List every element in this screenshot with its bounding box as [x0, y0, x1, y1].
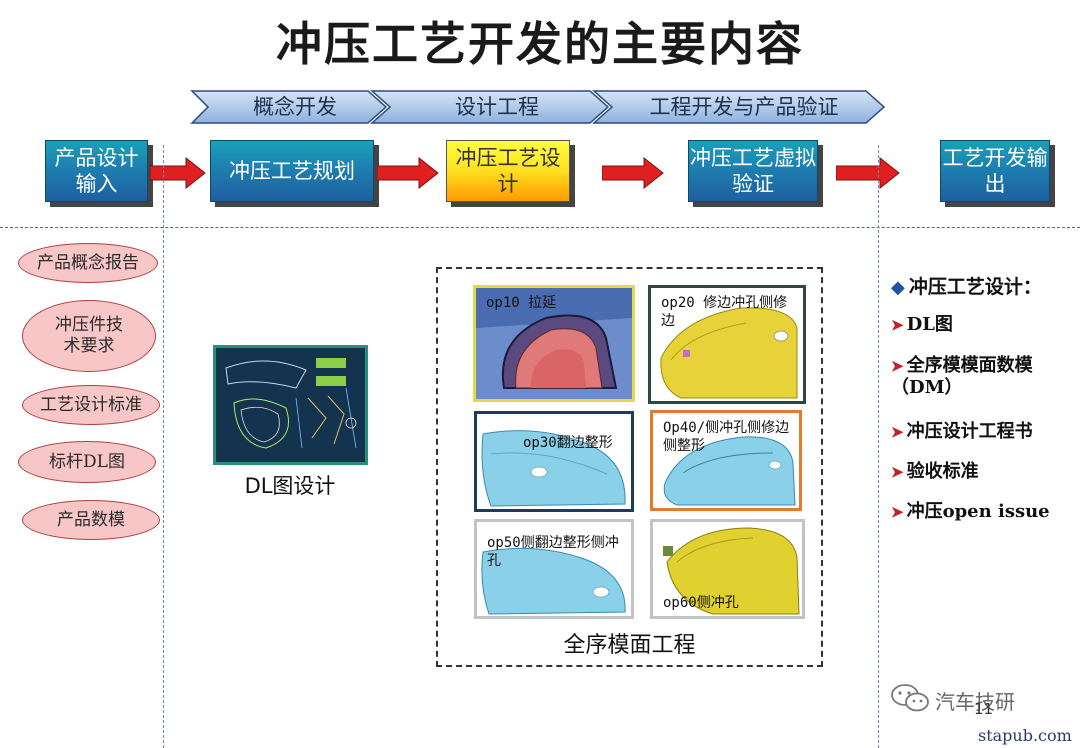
side-list-title: ◆冲压工艺设计：	[891, 272, 1042, 299]
triangle-bullet-icon: ➤	[891, 316, 904, 334]
page-number: 11	[974, 700, 994, 718]
phase-chevron-2	[370, 90, 610, 124]
flow-arrow-2	[377, 157, 439, 189]
wechat-icon	[890, 683, 930, 717]
op50-label: op50侧翻边整形侧冲孔	[487, 535, 619, 569]
page-title: 冲压工艺开发的主要内容	[276, 17, 804, 71]
die-face-caption: 全序模面工程	[563, 633, 696, 658]
vertical-divider-right	[878, 145, 879, 748]
op30-label: op30翻边整形	[523, 435, 613, 451]
triangle-bullet-icon: ➤	[891, 423, 904, 441]
side-list-item: ➤验收标准	[891, 461, 979, 483]
step-process-output: 工艺开发输出	[940, 140, 1050, 202]
side-list-item-text: 冲压open issue	[906, 501, 1050, 522]
op40-panel: Op40/侧冲孔侧修边侧整形	[650, 410, 802, 511]
phase-label-engineering: 工程开发与产品验证	[649, 95, 839, 119]
dl-drawing-image	[213, 345, 368, 465]
side-list-item-text: DL图	[906, 314, 953, 335]
step-virtual-validation: 冲压工艺虚拟验证	[688, 140, 818, 202]
op10-label: op10 拉延	[486, 295, 557, 311]
vertical-divider-left	[163, 145, 164, 748]
op50-panel: op50侧翻边整形侧冲孔	[474, 519, 634, 619]
step-product-input: 产品设计输入	[45, 140, 148, 202]
input-ellipse-product-model: 产品数模	[22, 500, 160, 540]
horizontal-divider	[0, 227, 1080, 228]
side-list-item: ➤冲压设计工程书	[891, 421, 1033, 443]
input-ellipse-tech-requirement: 冲压件技术要求	[22, 300, 156, 372]
side-list-item-text: 冲压设计工程书	[906, 421, 1033, 442]
input-ellipse-benchmark-dl: 标杆DL图	[18, 441, 156, 483]
phase-label-design: 设计工程	[455, 95, 539, 119]
site-url: stapub.com	[978, 726, 1072, 745]
phase-chevron-1	[190, 90, 388, 124]
op10-panel: op10 拉延	[473, 285, 635, 402]
side-list-item-text: 验收标准	[906, 461, 979, 482]
op60-label: op60侧冲孔	[663, 595, 739, 611]
triangle-bullet-icon: ➤	[891, 357, 904, 375]
flow-arrow-4	[836, 157, 900, 189]
op20-label: op20 修边冲孔侧修边	[661, 295, 788, 329]
flow-arrow-3	[602, 157, 664, 189]
triangle-bullet-icon: ➤	[891, 463, 904, 481]
side-list-item-text: 全序模模面数模（DM）	[891, 355, 1033, 398]
phase-chevron-bar	[190, 90, 886, 124]
step-process-design: 冲压工艺设计	[446, 140, 570, 202]
phase-chevron-3	[592, 90, 886, 124]
op20-panel: op20 修边冲孔侧修边	[648, 285, 806, 404]
die-face-frame	[436, 267, 823, 667]
watermark-text: 汽车技研	[935, 690, 1015, 714]
flow-arrow-1	[150, 157, 206, 189]
diamond-bullet-icon: ◆	[891, 277, 905, 298]
side-list-item: ➤全序模模面数模（DM）	[891, 355, 1071, 399]
side-list-item: ➤DL图	[891, 314, 953, 336]
input-ellipse-design-standard: 工艺设计标准	[22, 385, 160, 425]
op30-panel: op30翻边整形	[474, 411, 634, 512]
side-list-title-text: 冲压工艺设计：	[908, 276, 1042, 298]
triangle-bullet-icon: ➤	[891, 503, 904, 521]
op40-label: Op40/侧冲孔侧修边侧整形	[663, 420, 790, 454]
dl-design-caption: DL图设计	[244, 474, 336, 498]
op60-panel: op60侧冲孔	[650, 519, 805, 619]
side-list-item: ➤冲压open issue	[891, 501, 1050, 523]
input-ellipse-concept-report: 产品概念报告	[18, 243, 158, 283]
step-process-planning: 冲压工艺规划	[210, 140, 374, 202]
phase-label-concept: 概念开发	[253, 95, 337, 119]
